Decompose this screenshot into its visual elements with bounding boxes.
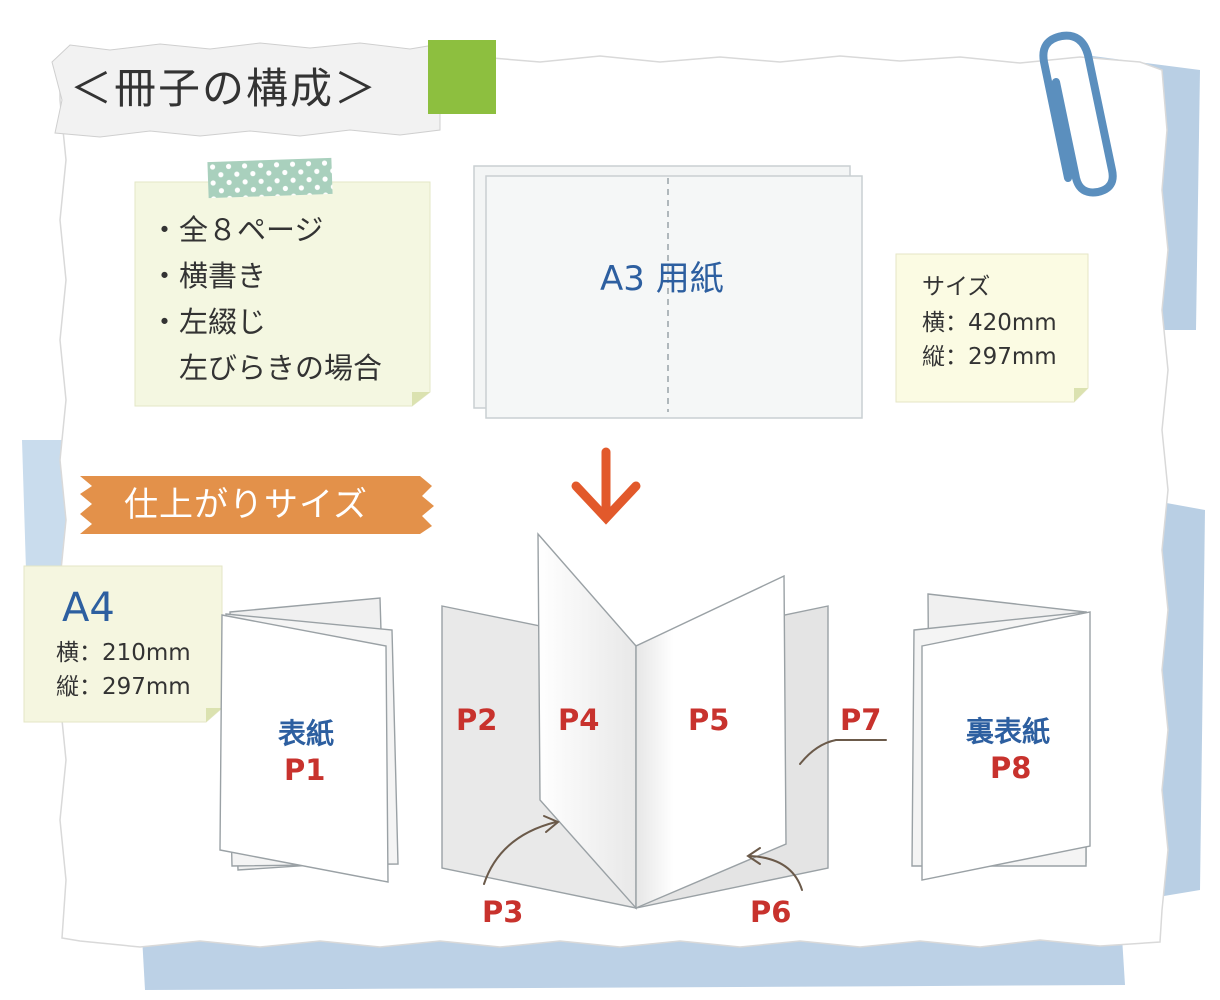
p7-pointer-line: [799, 739, 887, 765]
a3-size-note: [895, 253, 1089, 403]
a3-sheet: [473, 165, 863, 419]
open-spread-booklet: [441, 532, 829, 910]
a3-height: 縦：297mm: [922, 344, 1057, 370]
a3-size-title: サイズ: [922, 274, 991, 300]
title-label-bg: [51, 42, 441, 138]
page-label-p3: P3: [482, 895, 524, 929]
green-tape: [428, 40, 496, 114]
feature-item: ・横書き: [150, 259, 267, 293]
p3-pointer-arrow: [483, 821, 557, 885]
feature-item: ・左綴じ: [150, 305, 267, 339]
back-cover-label: 裏表紙: [966, 715, 1051, 748]
page-label-p8: P8: [990, 751, 1032, 785]
a4-label: A4: [62, 585, 115, 631]
features-note: [134, 181, 431, 407]
a3-width: 横：420mm: [922, 310, 1057, 336]
feature-item: 左びらきの場合: [150, 351, 383, 385]
a3-sheet-label: A3 用紙: [600, 259, 724, 299]
page-label-p2: P2: [456, 703, 498, 737]
page-label-p1: P1: [284, 753, 326, 787]
paper-clip-icon: [1039, 31, 1117, 197]
pointer-arrows: [483, 739, 887, 891]
finished-size-banner: [80, 476, 434, 534]
front-cover-label: 表紙: [278, 717, 335, 750]
a4-width: 横：210mm: [56, 640, 191, 666]
page-label-p6: P6: [750, 895, 792, 929]
a4-height: 縦：297mm: [56, 674, 191, 700]
page-label-p4: P4: [558, 703, 600, 737]
down-arrow-icon: [571, 447, 641, 525]
p6-pointer-arrow: [749, 855, 803, 891]
feature-item: ・全８ページ: [150, 213, 324, 247]
page-title: ＜冊子の構成＞: [70, 64, 379, 113]
dotted-washi-tape: [207, 157, 333, 199]
front-cover-booklet: [219, 597, 399, 883]
back-cover-booklet: [911, 593, 1091, 881]
finished-size-label: 仕上がりサイズ: [124, 485, 368, 525]
page-label-p5: P5: [688, 703, 730, 737]
page-label-p7: P7: [840, 703, 882, 737]
a4-size-note: [23, 565, 223, 723]
